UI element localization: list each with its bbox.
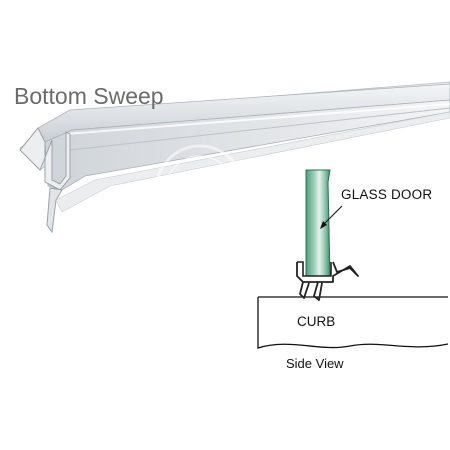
- callout-arrow-line: [321, 205, 343, 227]
- side-view-caption: Side View: [286, 356, 344, 371]
- callout-arrow-head: [320, 221, 327, 229]
- curb-outline: [257, 296, 449, 349]
- glass-door-panel: [305, 169, 331, 277]
- bottom-sweep-extrusion: [19, 81, 450, 234]
- watermark-seal: [154, 144, 246, 236]
- product-title: Bottom Sweep: [14, 83, 164, 109]
- side-view-diagram: [257, 169, 449, 349]
- sweep-end-profile: [19, 127, 71, 191]
- curb-label: CURB: [297, 314, 336, 329]
- sweep-clip-profile: [296, 261, 359, 301]
- sweep-drip-leg: [46, 187, 63, 234]
- glass-door-label: GLASS DOOR: [341, 187, 433, 202]
- sweep-main-body: [44, 99, 450, 191]
